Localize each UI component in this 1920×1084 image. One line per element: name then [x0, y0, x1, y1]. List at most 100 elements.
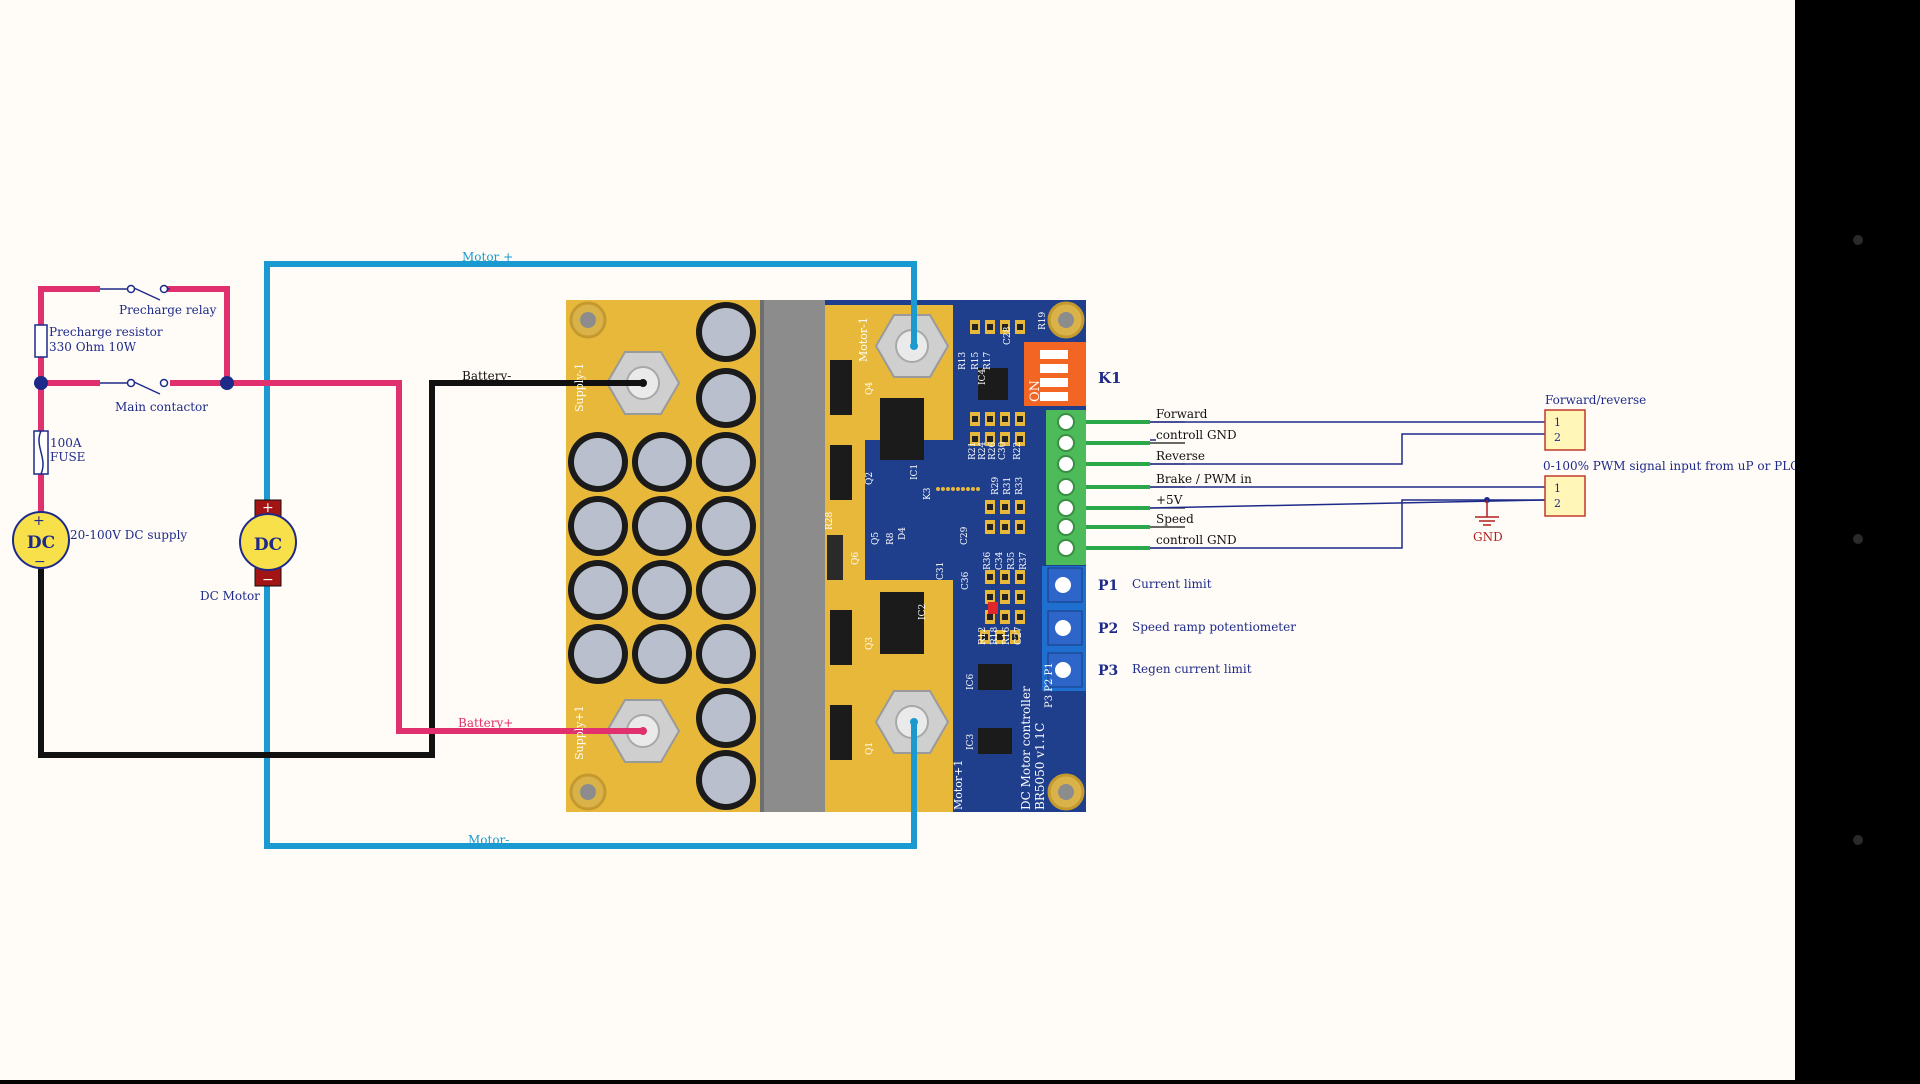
silk-ref: R15 [971, 351, 981, 370]
silk-ref: Q2 [865, 472, 875, 485]
silk-motor-plus: Motor+1 [952, 760, 965, 810]
terminal-screw [1057, 455, 1075, 473]
terminal-label: Brake / PWM in [1156, 472, 1252, 486]
silk-ref: R28 [825, 511, 835, 530]
smd-part [1000, 520, 1010, 534]
silk-ref: R13 [958, 351, 968, 370]
fr-pin1: 1 [1554, 416, 1561, 429]
terminal-label: Speed [1156, 512, 1194, 526]
forward-reverse-connector [1544, 409, 1586, 451]
header-pin [966, 487, 970, 491]
header-pin [956, 487, 960, 491]
smd-part [985, 412, 995, 426]
header-pin [946, 487, 950, 491]
precharge-relay-label: Precharge relay [119, 303, 217, 317]
positive-power-wire [38, 286, 643, 734]
smd-part [985, 610, 995, 624]
integrated-circuits [880, 368, 1012, 754]
silk-ref: Q3 [865, 637, 875, 650]
capacitor [632, 624, 692, 684]
silk-ref: R37 [1019, 551, 1029, 570]
silk-ref: IC2 [918, 604, 928, 620]
terminal-screw [1057, 539, 1075, 557]
signal-wires [1149, 421, 1546, 549]
negative-power-wire [38, 380, 643, 758]
motor-minus-label: Motor- [468, 833, 509, 847]
silk-ref: C27 [1014, 626, 1024, 645]
smd-part [980, 630, 990, 644]
smd-part [1015, 320, 1025, 334]
capacitor [696, 560, 756, 620]
silk-ref: R8 [886, 532, 896, 545]
pot-id: P2 [1098, 621, 1118, 637]
capacitor [632, 560, 692, 620]
capacitor [696, 750, 756, 810]
smd-part [985, 570, 995, 584]
dc-motor-symbol [239, 499, 297, 587]
fuse-label: FUSE [50, 450, 85, 464]
motor-plus-label: Motor + [462, 250, 513, 264]
mosfets [827, 360, 852, 760]
capacitor [632, 432, 692, 492]
silk-ref: C34 [995, 551, 1005, 570]
rail-dot[interactable] [1853, 534, 1863, 544]
capacitor [696, 302, 756, 362]
capacitor [696, 368, 756, 428]
pwm-connector-title: 0-100% PWM signal input from uP or PLC [1543, 459, 1795, 473]
terminal-screw [1057, 413, 1075, 431]
status-led [988, 602, 998, 614]
pwm-connector [1544, 475, 1586, 517]
rail-dot[interactable] [1853, 235, 1863, 245]
terminal-screw [1057, 478, 1075, 496]
header-pin [951, 487, 955, 491]
dc-supply-minus: − [34, 554, 46, 570]
pot-label: Current limit [1132, 577, 1212, 591]
smd-part [970, 320, 980, 334]
dc-supply-label: 20-100V DC supply [70, 528, 187, 542]
dc-supply-symbol-text: DC [27, 533, 55, 553]
rail-dot[interactable] [1853, 835, 1863, 845]
capacitor [696, 496, 756, 556]
silk-ref: Q1 [865, 742, 875, 755]
dc-supply-plus: + [33, 513, 45, 529]
header-pin [936, 487, 940, 491]
capacitor [696, 432, 756, 492]
wiring-diagram: ON Supply-1 Supply+1 Motor-1 Motor+1 DC … [12, 250, 1799, 849]
junction-dot [220, 376, 234, 390]
pot-label: Regen current limit [1132, 662, 1252, 676]
silk-ref: Q6 [851, 552, 861, 565]
silk-supply-minus: Supply-1 [573, 363, 586, 412]
dc-motor-symbol-text: DC [254, 535, 282, 555]
potentiometer [1047, 567, 1083, 603]
main-contactor-label: Main contactor [115, 400, 208, 414]
fuse-symbol [33, 430, 49, 475]
capacitor [568, 432, 628, 492]
silk-ref: R18 [990, 626, 1000, 645]
smd-part [985, 500, 995, 514]
smd-part [1000, 412, 1010, 426]
smd-part [1015, 500, 1025, 514]
terminal-screw [1057, 499, 1075, 517]
silk-ref: IC4 [978, 369, 988, 385]
smd-part [1000, 432, 1010, 446]
silk-ref: R16 [1002, 626, 1012, 645]
silk-ref: R26 [988, 441, 998, 460]
silk-ref: R12 [978, 627, 988, 645]
fr-pin2: 2 [1554, 431, 1561, 444]
capacitor [696, 688, 756, 748]
silk-motor-minus: Motor-1 [857, 317, 870, 362]
gnd-symbol [1475, 497, 1499, 526]
terminal-wires [1086, 420, 1185, 550]
smd-part [985, 432, 995, 446]
silk-ref: C30 [998, 441, 1008, 460]
silk-ref: IC1 [910, 464, 920, 480]
battery-plus-label: Battery+ [458, 716, 513, 730]
terminal-block [1046, 410, 1086, 565]
precharge-resistor-label: Precharge resistor [49, 325, 163, 339]
gnd-label: GND [1473, 530, 1503, 544]
header-pin [976, 487, 980, 491]
silk-ref: R22 [1013, 442, 1023, 460]
precharge-relay-symbol [100, 284, 170, 301]
silk-ref: R19 [1038, 311, 1048, 330]
silk-supply-plus: Supply+1 [573, 705, 586, 760]
